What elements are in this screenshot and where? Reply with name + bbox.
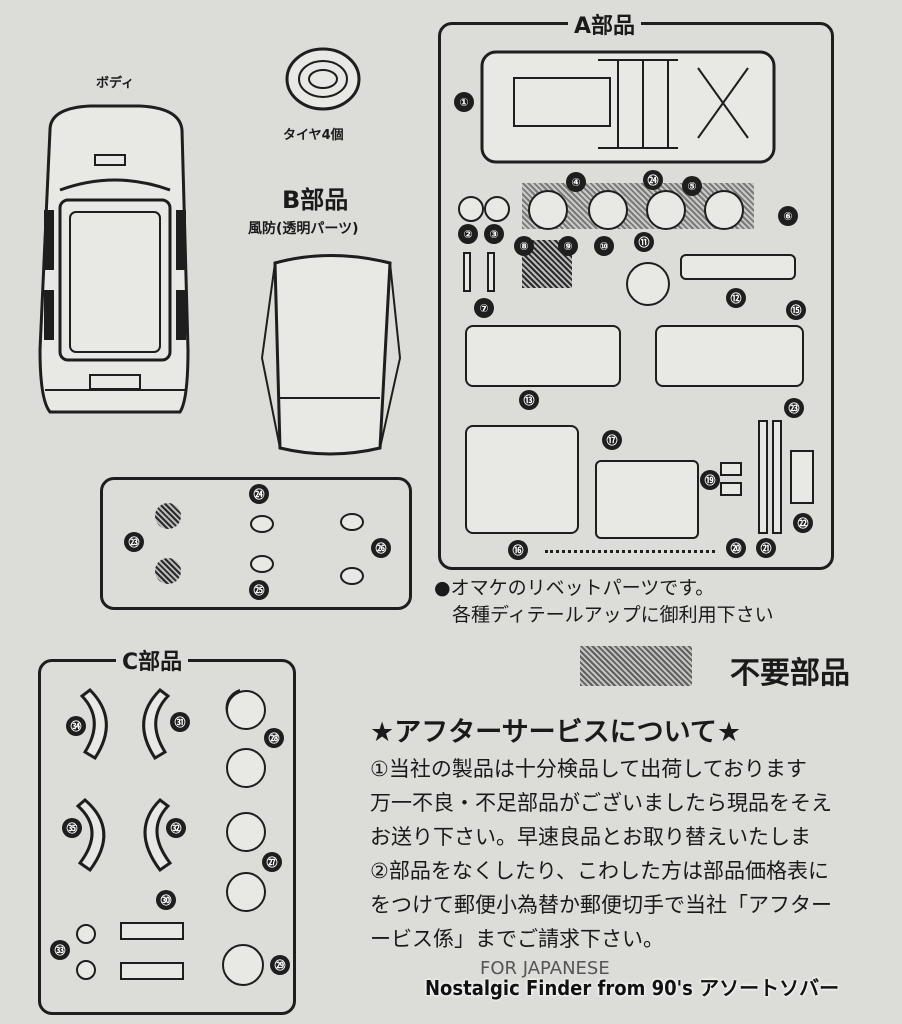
part-number: ㉛ xyxy=(170,712,190,732)
car-body-drawing xyxy=(38,104,190,414)
service-line: ②部品をなくしたり、こわした方は部品価格表に xyxy=(370,859,829,883)
rear-seat xyxy=(465,425,579,534)
b-parts-subtitle: 風防(透明パーツ) xyxy=(248,221,359,237)
part-number: ㉝ xyxy=(50,940,70,960)
watermark: Nostalgic Finder from 90's アソートソバー xyxy=(425,976,840,1000)
part-19b xyxy=(720,482,742,496)
wheel-a xyxy=(528,190,568,230)
service-line: お送り下さい。早速良品とお取り替えいたしま xyxy=(370,825,811,849)
lens-28b xyxy=(226,748,266,788)
unneeded-label: 不要部品 xyxy=(730,656,850,691)
rivet-1 xyxy=(250,515,274,533)
door-panel-right xyxy=(655,325,804,387)
wheel-b xyxy=(588,190,628,230)
part-number: ⑫ xyxy=(726,288,746,308)
part-number: ⑥ xyxy=(778,206,798,226)
front-seat xyxy=(595,460,699,539)
part-number: ② xyxy=(458,224,478,244)
part-number: ㉞ xyxy=(66,716,86,736)
part-number: ⑧ xyxy=(514,236,534,256)
rivet-strip xyxy=(545,550,715,553)
part-number: ⑪ xyxy=(634,232,654,252)
part-number: ⑬ xyxy=(519,390,539,410)
part-number: ㉕ xyxy=(249,580,269,600)
lens-27a xyxy=(226,812,266,852)
dashboard xyxy=(680,254,796,280)
rivet-note-line1: ●オマケのリベットパーツです。 xyxy=(434,577,715,599)
b-parts-title: B部品 xyxy=(282,186,349,214)
part-number: ① xyxy=(454,92,474,112)
part-number: ㉙ xyxy=(270,955,290,975)
rivet-2 xyxy=(250,555,274,573)
rod-b xyxy=(772,420,782,534)
rivet-grille-a xyxy=(155,503,181,529)
part-number: ㉔ xyxy=(249,484,269,504)
part-number: ⑦ xyxy=(474,298,494,318)
wheel-c xyxy=(646,190,686,230)
rivet-3 xyxy=(340,513,364,531)
steering-wheel xyxy=(222,944,264,986)
part-7a xyxy=(463,252,471,292)
part-19a xyxy=(720,462,742,476)
part-number: ㉑ xyxy=(756,538,776,558)
part-number: ㉚ xyxy=(156,890,176,910)
part-number: ⑰ xyxy=(602,430,622,450)
rivet-4 xyxy=(340,567,364,585)
part-7b xyxy=(487,252,495,292)
rod-a xyxy=(758,420,768,534)
part-22-body xyxy=(790,450,814,504)
part-number: ⑮ xyxy=(786,300,806,320)
part-number: ㉜ xyxy=(166,818,186,838)
door-panel-left xyxy=(465,325,621,387)
tire-drawing xyxy=(285,47,361,111)
service-line: をつけて郵便小為替か郵便切手で当社「アフター xyxy=(370,893,832,917)
part-number: ㉓ xyxy=(784,398,804,418)
part-33b xyxy=(76,960,96,980)
part-30a xyxy=(120,922,184,940)
part-number: ㉖ xyxy=(371,538,391,558)
body-label: ボディ xyxy=(96,76,135,91)
part-number: ④ xyxy=(566,172,586,192)
part-number: ⑨ xyxy=(558,236,578,256)
lens-27b xyxy=(226,872,266,912)
part-number: ⑲ xyxy=(700,470,720,490)
part-30b xyxy=(120,962,184,980)
windshield-drawing xyxy=(260,254,402,456)
part-number: ㉓ xyxy=(124,532,144,552)
service-line: ービス係」までご請求下さい。 xyxy=(370,927,664,951)
service-line: 万一不良・不足部品がございましたら現品をそえ xyxy=(370,791,832,815)
part-2 xyxy=(458,196,484,222)
part-number: ㉗ xyxy=(262,852,282,872)
service-title: ★アフターサービスについて★ xyxy=(370,717,742,748)
part-33a xyxy=(76,924,96,944)
part-number: ③ xyxy=(484,224,504,244)
part-number: ㉘ xyxy=(264,728,284,748)
part-number: ㉟ xyxy=(62,818,82,838)
part-number: ㉔ xyxy=(643,170,663,190)
chassis-drawing xyxy=(480,50,776,164)
tire-label: タイヤ4個 xyxy=(283,128,344,143)
service-line: ①当社の製品は十分検品して出荷しております xyxy=(370,757,807,781)
unneeded-swatch xyxy=(580,646,692,686)
rivet-note-line2: 各種ディテールアップに御利用下さい xyxy=(452,604,774,626)
wheel-d xyxy=(704,190,744,230)
lens-28a xyxy=(226,690,266,730)
part-number: ⑳ xyxy=(726,538,746,558)
footer-partial-text: FOR JAPANESE xyxy=(480,958,610,979)
c-parts-title: C部品 xyxy=(116,644,189,676)
part-number: ⑩ xyxy=(594,236,614,256)
steering-hub xyxy=(626,262,670,306)
part-3 xyxy=(484,196,510,222)
rivet-parts-frame xyxy=(100,477,412,610)
part-number: ⑤ xyxy=(682,176,702,196)
a-parts-title: A部品 xyxy=(568,8,642,40)
part-number: ㉒ xyxy=(793,513,813,533)
rivet-grille-b xyxy=(155,558,181,584)
part-number: ⑯ xyxy=(508,540,528,560)
